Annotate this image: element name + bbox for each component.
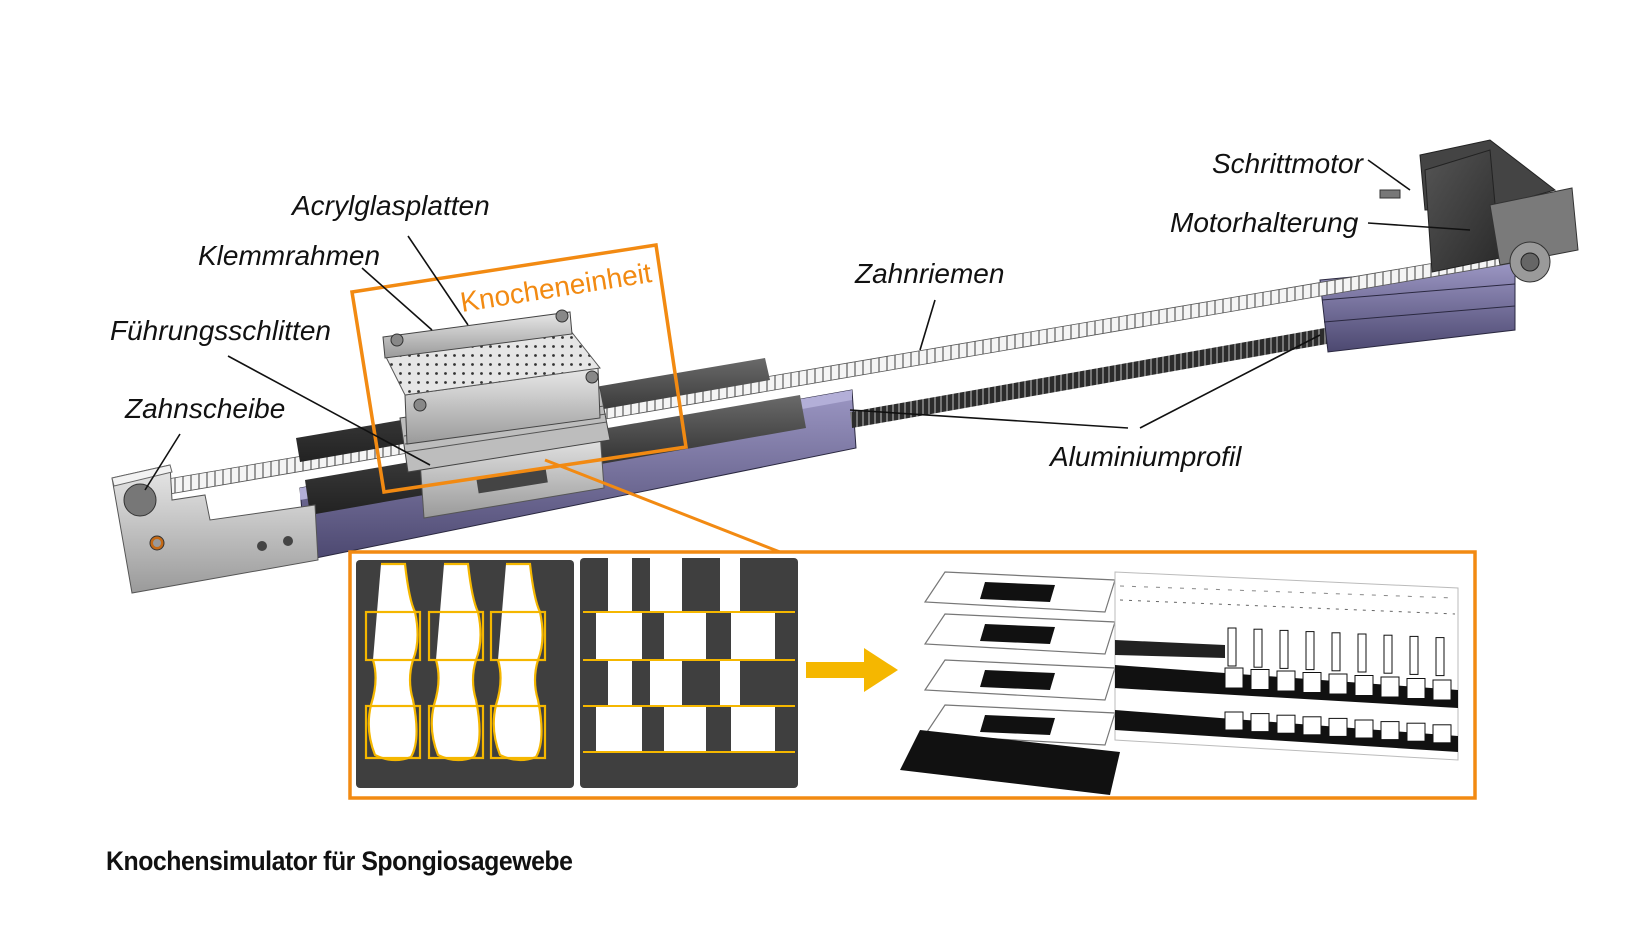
bone-box: [489, 610, 547, 662]
checker-pattern-panel: [580, 558, 798, 788]
lattice-cell: [1250, 669, 1270, 690]
pore-grid: [980, 624, 1055, 644]
checker-cell: [731, 612, 775, 660]
label-klemmrahmen: Klemmrahmen: [198, 240, 380, 271]
lattice-cell: [1380, 676, 1400, 698]
bone-box: [427, 610, 485, 662]
lattice-pillar: [1227, 627, 1237, 667]
checker-cell: [650, 660, 682, 706]
checker-cell: [596, 612, 642, 660]
bone-outline-panel: [356, 560, 574, 788]
checker-cell: [608, 558, 632, 612]
label-fuehrungsschlitten: Führungsschlitten: [110, 315, 331, 346]
printed-lattice-view: [1114, 571, 1459, 761]
clamp-frame-top: [382, 311, 573, 359]
lattice-cell: [1302, 716, 1322, 736]
checker-cell: [596, 706, 642, 752]
label-motorhalterung: Motorhalterung: [1170, 207, 1359, 238]
lattice-pillar: [1253, 628, 1263, 668]
lattice-cell: [1302, 672, 1322, 693]
lattice-cell: [1328, 717, 1348, 737]
stepper-motor: [1379, 139, 1579, 283]
lattice-pillar: [1435, 637, 1445, 677]
lattice-cell: [1276, 714, 1296, 734]
lattice-cell: [1328, 673, 1348, 695]
lattice-cell: [1276, 670, 1296, 692]
bone-unit-highlight-frame: [349, 243, 688, 494]
pore-grid: [980, 582, 1055, 602]
lattice-cell: [1432, 679, 1452, 701]
checker-cell: [664, 612, 706, 660]
label-acrylglasplatten: Acrylglasplatten: [290, 190, 490, 221]
label-knocheneinheit: Knocheneinheit: [458, 257, 654, 318]
bone-box: [364, 704, 422, 760]
timing-belt-upper: [149, 244, 1543, 498]
checker-cell: [650, 558, 682, 612]
pore-grid: [980, 670, 1055, 690]
checker-cell: [731, 706, 775, 752]
pore-grid: [980, 715, 1055, 735]
label-aluminiumprofil: Aluminiumprofil: [1048, 441, 1242, 472]
checker-cell: [720, 660, 740, 706]
inset-detail-box: [348, 550, 1477, 800]
lattice-pillar: [1383, 634, 1393, 674]
checker-cell: [664, 706, 706, 752]
lattice-pillar: [1279, 629, 1289, 669]
lattice-cell: [1380, 721, 1400, 741]
lattice-cell: [1224, 711, 1244, 731]
lattice-pillar: [1409, 635, 1419, 675]
bone-box: [489, 704, 547, 760]
figure-caption: Knochensimulator für Spongiosagewebe: [106, 846, 573, 876]
lattice-cell: [1406, 722, 1426, 742]
zoom-connector-line: [544, 458, 781, 554]
lattice-cell: [1354, 675, 1374, 696]
belt-lower: [850, 320, 1372, 428]
label-zahnriemen: Zahnriemen: [854, 258, 1004, 289]
lattice-pillar: [1357, 633, 1367, 673]
leader-lines: [144, 159, 1471, 491]
lattice-cell: [1224, 667, 1244, 689]
toothed-pulley: [123, 483, 157, 517]
exploded-plates-view: [900, 571, 1120, 795]
checker-cell: [608, 660, 632, 706]
motor-mount: [1489, 187, 1579, 266]
end-plate: [111, 464, 319, 594]
bone-unit: [382, 309, 611, 473]
lattice-cell: [1406, 678, 1426, 699]
lattice-pillar: [1305, 631, 1315, 671]
bone-box: [364, 610, 422, 662]
lattice-pillar: [1331, 632, 1341, 672]
lattice-cell: [1354, 719, 1374, 739]
lattice-cell: [1250, 713, 1270, 733]
checker-cell: [720, 558, 740, 612]
label-zahnscheibe: Zahnscheibe: [124, 393, 285, 424]
right-arrow-icon: [806, 648, 898, 692]
label-schrittmotor: Schrittmotor: [1212, 148, 1365, 179]
lattice-cell: [1432, 724, 1452, 744]
bone-box: [427, 704, 485, 760]
